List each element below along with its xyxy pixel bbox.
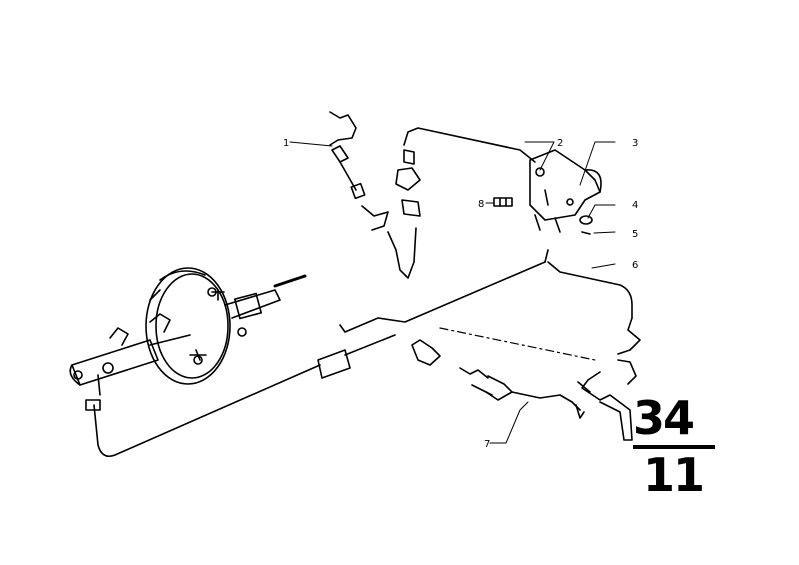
callout-2: 2 <box>557 138 563 149</box>
callout-4: 4 <box>632 200 638 211</box>
callout-leaders <box>289 141 616 444</box>
callout-6: 6 <box>632 260 638 271</box>
brake-booster <box>145 267 307 385</box>
callout-5: 5 <box>632 229 638 240</box>
sub-group-number: 11 <box>643 448 705 502</box>
group-number: 34 <box>633 391 695 445</box>
washer-nut <box>579 215 593 235</box>
master-cylinder <box>69 313 191 396</box>
upper-brake-pipe <box>403 127 536 163</box>
callout-3: 3 <box>632 138 638 149</box>
hose-assembly-left <box>329 111 421 279</box>
group-divider <box>633 445 715 449</box>
hose-assembly-right <box>577 317 641 441</box>
callout-1: 1 <box>283 138 289 149</box>
callout-8: 8 <box>478 199 484 210</box>
distribution-bracket <box>529 149 602 233</box>
small-bolt <box>493 197 513 207</box>
crossover-pipe <box>339 249 633 333</box>
hose-assembly-lower <box>411 339 585 419</box>
left-brake-pipe <box>85 334 396 458</box>
callout-7: 7 <box>484 439 490 450</box>
